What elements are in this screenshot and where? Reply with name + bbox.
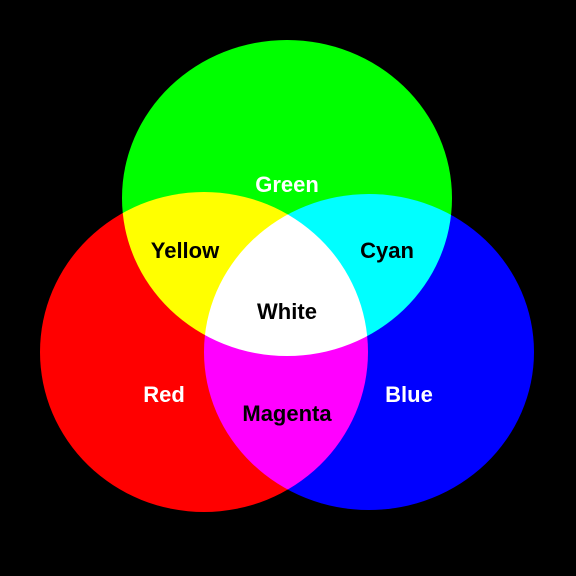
label-yellow: Yellow: [151, 238, 220, 263]
label-magenta: Magenta: [242, 401, 332, 426]
label-cyan: Cyan: [360, 238, 414, 263]
label-red: Red: [143, 382, 185, 407]
label-blue: Blue: [385, 382, 433, 407]
label-green: Green: [255, 172, 319, 197]
label-white: White: [257, 299, 317, 324]
blue-circle: [204, 194, 534, 510]
